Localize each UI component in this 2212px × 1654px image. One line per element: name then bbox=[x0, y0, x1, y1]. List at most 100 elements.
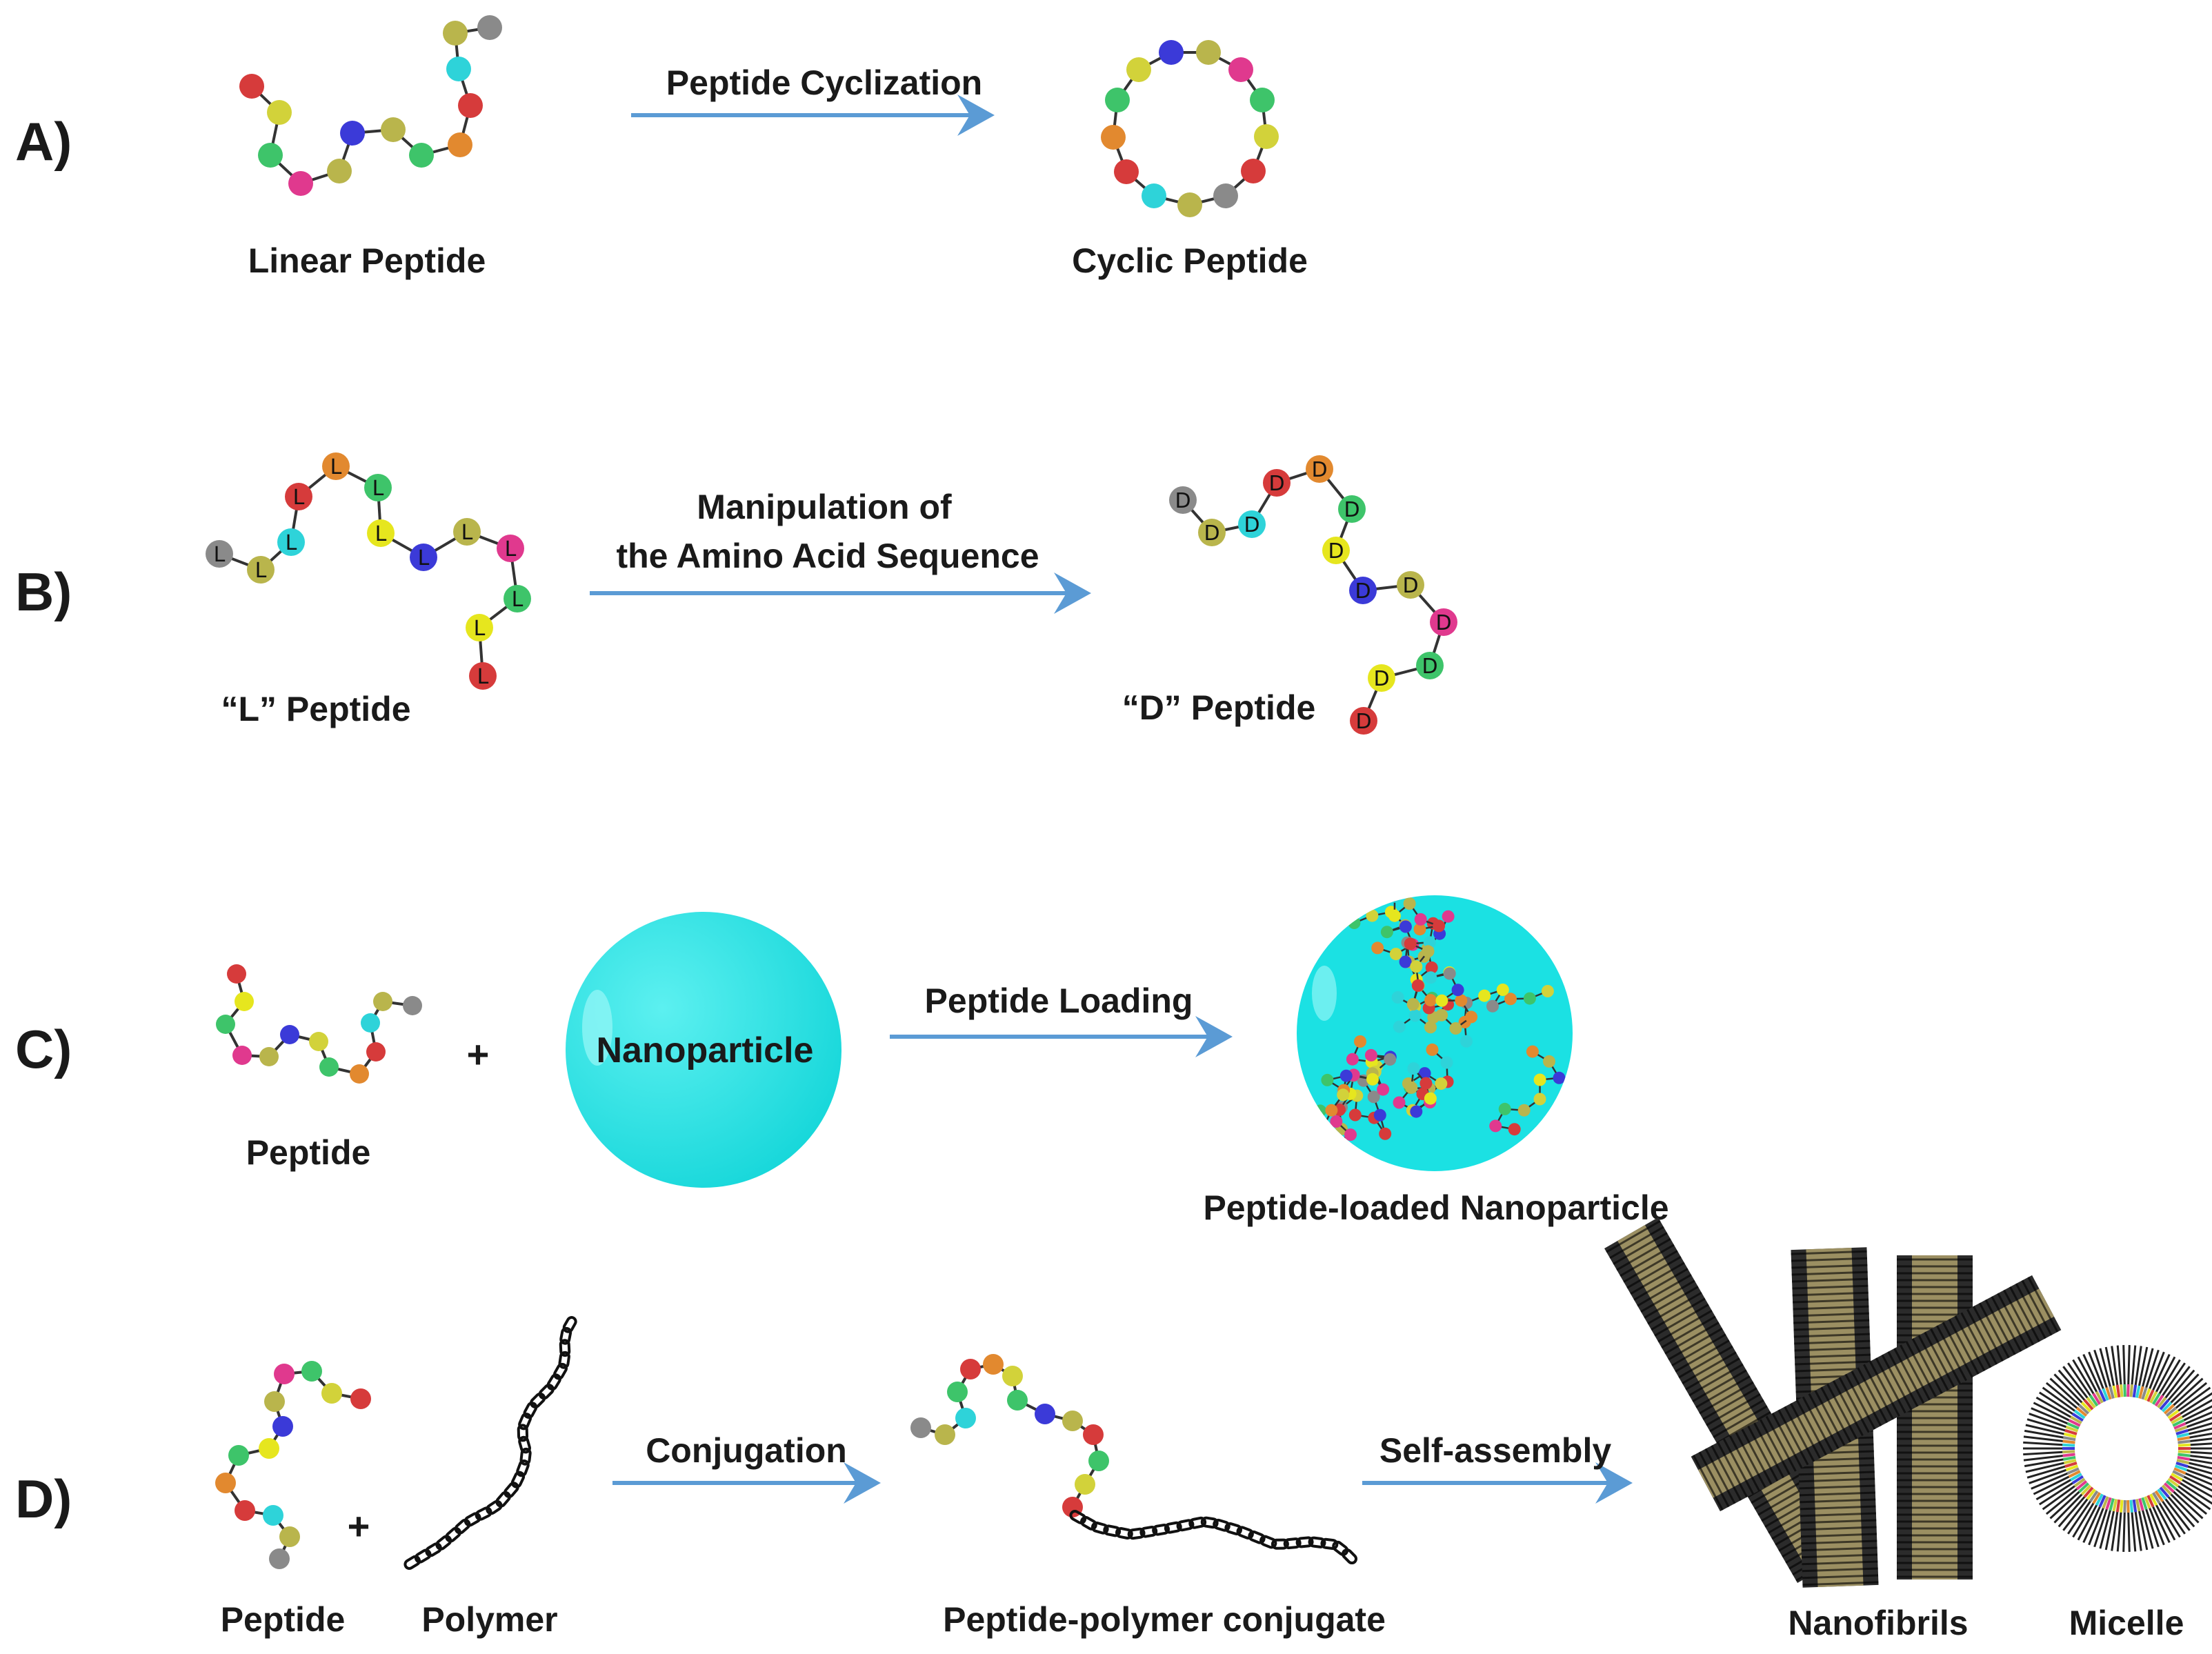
loaded-residue bbox=[1405, 1081, 1418, 1094]
linear-residue bbox=[443, 21, 468, 46]
micelle-head bbox=[2080, 1401, 2092, 1413]
micelle-head bbox=[2177, 1436, 2190, 1442]
micelle-head bbox=[2123, 1384, 2126, 1397]
nanofibril-stripe bbox=[1717, 1442, 1748, 1498]
nanofibril-stripe bbox=[1820, 1386, 1852, 1443]
nanofibril-stripe bbox=[1869, 1360, 1900, 1417]
polymer-link bbox=[403, 1555, 421, 1570]
polymer-link bbox=[414, 1548, 432, 1564]
loaded-residue bbox=[1354, 1035, 1366, 1048]
peptide-d-residue bbox=[350, 1388, 371, 1409]
nanofibril-stripe bbox=[1682, 1351, 1737, 1385]
micelle-tail bbox=[2183, 1405, 2212, 1422]
polymer-link bbox=[516, 1459, 530, 1477]
conjugate-polymer-link bbox=[1224, 1522, 1242, 1535]
micelle-tail bbox=[2185, 1472, 2212, 1486]
micelle-head bbox=[2172, 1470, 2185, 1478]
nanofibril-stripe bbox=[1801, 1540, 1877, 1545]
linear-residue bbox=[340, 121, 365, 146]
loaded-residue bbox=[1424, 971, 1437, 984]
micelle-head bbox=[2141, 1386, 2148, 1400]
peptide-d-caption: Peptide bbox=[221, 1600, 346, 1639]
d-peptide-residue bbox=[1349, 577, 1377, 604]
nanofibril-stripe bbox=[1640, 1279, 1695, 1313]
loaded-nanoparticle-highlight bbox=[1312, 966, 1337, 1021]
micelle-head bbox=[2098, 1495, 2106, 1508]
peptide-d-residue bbox=[259, 1438, 279, 1459]
micelle-tail bbox=[2024, 1429, 2064, 1439]
loaded-residue bbox=[1424, 1092, 1437, 1105]
loaded-residue bbox=[1553, 1071, 1566, 1084]
loaded-residue bbox=[1348, 917, 1361, 929]
micelle-tail bbox=[2029, 1468, 2066, 1484]
micelle-tail bbox=[2072, 1502, 2095, 1538]
micelle-tail bbox=[2158, 1359, 2181, 1395]
conjugation-arrow-label: Conjugation bbox=[646, 1431, 847, 1470]
nanofibril-stripe bbox=[1671, 1333, 1726, 1367]
conjugate-polymer-link bbox=[1295, 1536, 1314, 1548]
polymer-link bbox=[454, 1518, 471, 1535]
micelle-tail bbox=[2131, 1345, 2137, 1385]
loaded-residue bbox=[1435, 994, 1448, 1007]
loaded-residue bbox=[1541, 985, 1554, 997]
micelle-head bbox=[2129, 1499, 2133, 1513]
d-peptide-residue-letter: D bbox=[1355, 710, 1371, 734]
loaded-residue bbox=[1371, 941, 1384, 955]
micelle-tail bbox=[2189, 1427, 2212, 1435]
micelle-head bbox=[2173, 1467, 2186, 1475]
nanofibrils-caption: Nanofibrils bbox=[1788, 1604, 1968, 1642]
l-peptide-residue-letter: L bbox=[255, 559, 267, 583]
micelle-tail bbox=[2142, 1510, 2154, 1549]
micelle bbox=[2023, 1345, 2212, 1552]
nanofibril-stripe bbox=[1793, 1305, 1869, 1311]
micelle-head bbox=[2109, 1386, 2115, 1399]
micelle-head bbox=[2167, 1477, 2180, 1488]
nanofibril-stripe bbox=[1630, 1262, 1685, 1295]
micelle-head bbox=[2086, 1488, 2096, 1500]
loaded-peptide-network bbox=[1314, 895, 1566, 1150]
conjugate-polymer-link bbox=[1127, 1527, 1146, 1540]
nanofibril-stripe bbox=[1692, 1455, 1724, 1511]
cyclic-residue bbox=[1114, 159, 1139, 184]
polymer-link bbox=[495, 1491, 511, 1508]
nanofibril-stripe bbox=[1793, 1326, 1870, 1331]
loaded-residue bbox=[1526, 1045, 1539, 1058]
micelle-head bbox=[2135, 1385, 2141, 1398]
linear-residue bbox=[446, 57, 471, 81]
nanoparticle: Nanoparticle bbox=[566, 912, 841, 1188]
loaded-residue bbox=[1339, 1069, 1353, 1082]
micelle-tail bbox=[2185, 1411, 2212, 1425]
cyclic-residue bbox=[1159, 40, 1184, 65]
d-peptide-residue bbox=[1198, 519, 1226, 546]
conjugate-peptide-residue bbox=[1035, 1404, 1055, 1424]
micelle-tail bbox=[2189, 1462, 2212, 1470]
polymer-link bbox=[517, 1424, 529, 1442]
micelle-head bbox=[2171, 1415, 2183, 1424]
micelle-head bbox=[2123, 1499, 2126, 1513]
micelle-head bbox=[2159, 1486, 2170, 1498]
micelle-head bbox=[2080, 1484, 2092, 1496]
peptide-c-residue bbox=[235, 992, 254, 1011]
micelle-tail bbox=[2026, 1418, 2066, 1432]
micelle-head bbox=[2065, 1464, 2079, 1472]
nanofibril-stripe bbox=[1702, 1387, 1757, 1420]
d-peptide-residue-letter: D bbox=[1244, 513, 1259, 537]
d-peptide-residue bbox=[1430, 608, 1457, 636]
nanofibril-stripe bbox=[1802, 1581, 1879, 1586]
nanofibril-stripe bbox=[1791, 1271, 1868, 1276]
micelle-tail bbox=[2077, 1504, 2098, 1541]
micelle-tail bbox=[2042, 1485, 2075, 1511]
peptide-d-residue bbox=[274, 1364, 295, 1384]
micelle-head bbox=[2169, 1413, 2182, 1422]
nanofibril-stripe bbox=[1709, 1399, 1764, 1433]
d-peptide-residue-letter: D bbox=[1175, 489, 1190, 513]
l-peptide-residue bbox=[277, 528, 305, 556]
micelle-tail bbox=[2189, 1458, 2212, 1465]
cyclic-residue bbox=[1254, 124, 1279, 149]
d-peptide-residue-letter: D bbox=[1204, 521, 1219, 546]
micelle-tail bbox=[2173, 1491, 2204, 1520]
linear-peptide-a bbox=[239, 15, 502, 196]
conjugate-polymer-link bbox=[1236, 1526, 1254, 1540]
peptide-c bbox=[216, 964, 422, 1084]
micelle-head bbox=[2092, 1393, 2102, 1405]
